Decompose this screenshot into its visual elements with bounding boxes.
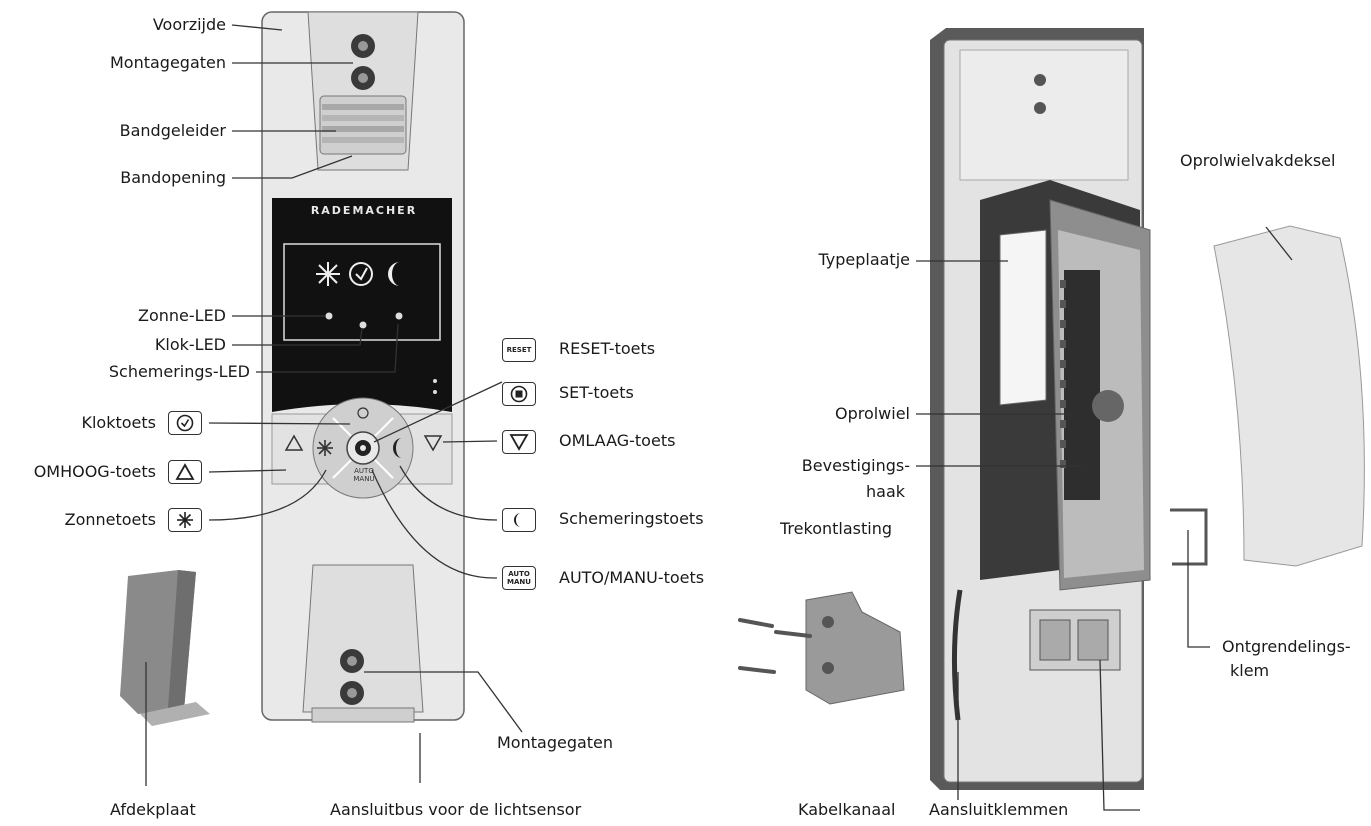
display-clock-icon: [349, 262, 373, 286]
label-oprolwielvakdeksel: Oprolwielvakdeksel: [1180, 151, 1336, 170]
display-moon-icon: [388, 262, 400, 286]
back-housing: [930, 28, 1208, 790]
label-voorzijde: Voorzijde: [152, 15, 226, 34]
label-ontgrendelings-1: Ontgrendelings-: [1222, 637, 1351, 656]
key-sun-icon: [168, 508, 202, 532]
dial-auto-manu-text: AUTO MANU: [353, 467, 375, 483]
label-ontgrendelings-2: klem: [1230, 661, 1270, 680]
key-auto-manu-icon: AUTO MANU: [502, 566, 536, 590]
key-clock-icon: [168, 411, 202, 435]
display-sun-icon: [316, 262, 340, 286]
label-schemerings-led: Schemerings-LED: [108, 362, 250, 381]
label-montagegaten-top: Montagegaten: [109, 53, 226, 72]
label-bandgeleider: Bandgeleider: [119, 121, 226, 140]
label-auto-manu-toets: AUTO/MANU-toets: [559, 568, 705, 587]
reel-cover: [1213, 225, 1365, 567]
label-montagegaten-bottom: Montagegaten: [497, 733, 614, 752]
dusk-led: [395, 312, 403, 320]
key-set-circle-icon: [502, 382, 536, 406]
label-omlaag-toets: OMLAAG-toets: [559, 431, 676, 450]
label-omhoog-toets: OMHOOG-toets: [33, 462, 156, 481]
label-bevestigings-2: haak: [866, 482, 906, 501]
label-set-toets: SET-toets: [559, 383, 634, 402]
label-reset-toets: RESET-toets: [559, 339, 656, 358]
key-triangle-up-icon: [168, 460, 202, 484]
strain-relief: [738, 591, 905, 705]
label-aansluitbus: Aansluitbus voor de lichtsensor: [330, 800, 582, 819]
label-klok-led: Klok-LED: [154, 335, 226, 354]
label-kabelkanaal: Kabelkanaal: [798, 800, 896, 819]
label-zonne-led: Zonne-LED: [138, 306, 226, 325]
cover-plate: [120, 570, 210, 726]
label-typeplaatje: Typeplaatje: [818, 250, 910, 269]
key-moon-icon: [502, 508, 536, 532]
label-schemeringstoets: Schemeringstoets: [559, 509, 704, 528]
key-triangle-down-icon: [502, 430, 536, 454]
label-oprolwiel: Oprolwiel: [834, 404, 910, 423]
front-housing: [261, 11, 465, 723]
leader-lines: [145, 24, 1293, 811]
clock-led: [359, 321, 367, 329]
sun-led: [325, 312, 333, 320]
label-trekontlasting: Trekontlasting: [780, 519, 892, 538]
key-reset-icon: RESET: [502, 338, 536, 362]
brand-logo: RADEMACHER: [310, 204, 418, 217]
label-aansluitklemmen: Aansluitklemmen: [929, 800, 1069, 819]
label-afdekplaat: Afdekplaat: [110, 800, 196, 819]
label-zonnetoets: Zonnetoets: [64, 510, 156, 529]
label-kloktoets: Kloktoets: [81, 413, 156, 432]
label-bevestigings-1: Bevestigings-: [801, 456, 910, 475]
label-bandopening: Bandopening: [120, 168, 226, 187]
